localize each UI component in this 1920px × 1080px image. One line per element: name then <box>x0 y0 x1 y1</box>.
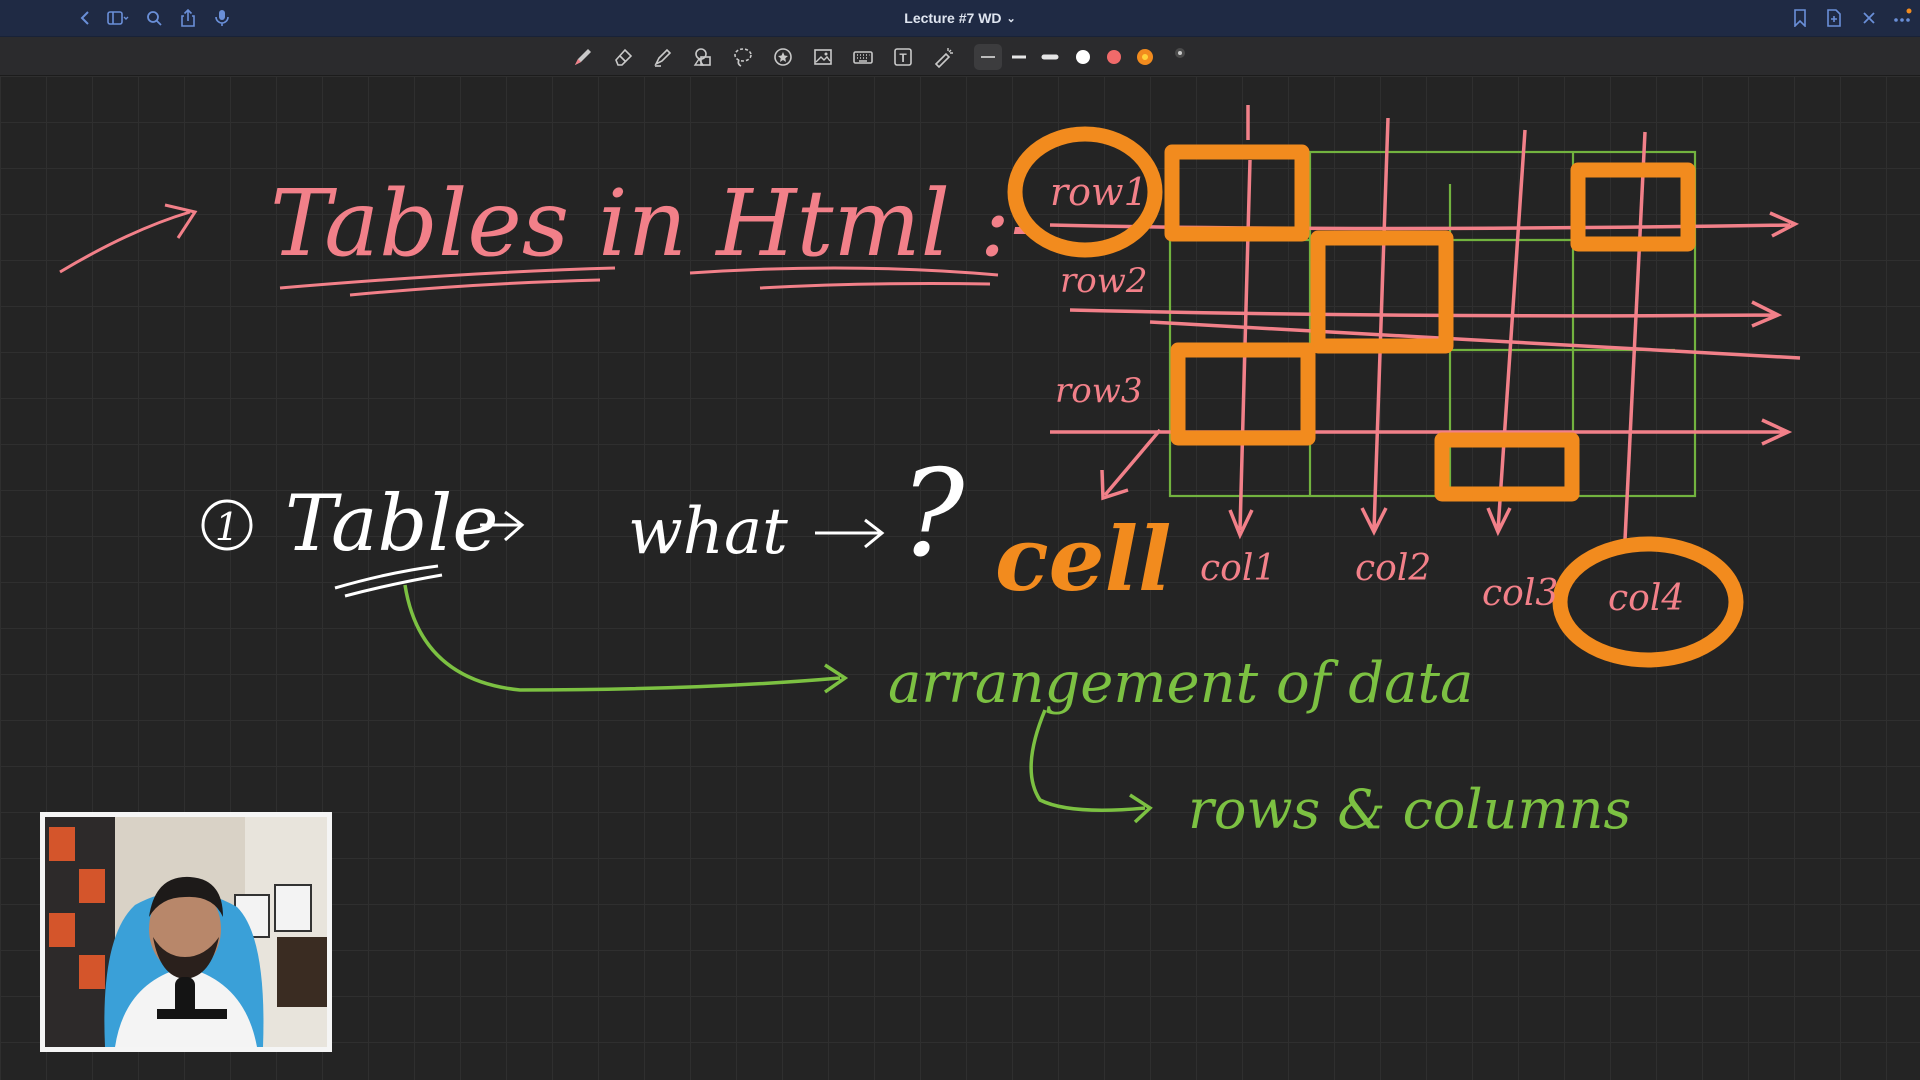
close-icon[interactable] <box>1857 6 1881 30</box>
presenter-video <box>45 817 327 1047</box>
document-title: Lecture #7 WD ⌄ <box>0 0 1920 36</box>
lasso-icon[interactable] <box>729 44 757 70</box>
keyboard-icon[interactable] <box>849 44 877 70</box>
drawing-toolbar: T <box>0 37 1920 76</box>
bookmark-icon[interactable] <box>1788 6 1812 30</box>
pen-icon[interactable] <box>569 44 597 70</box>
notes-title: Tables in Html :- <box>270 170 1041 277</box>
back-icon[interactable] <box>74 6 98 30</box>
microphone-icon[interactable] <box>210 6 234 30</box>
color-pink-swatch[interactable] <box>1100 44 1128 70</box>
row1-circle <box>1007 126 1163 258</box>
stroke-thin[interactable] <box>974 44 1002 70</box>
arrow-to-question <box>815 518 885 549</box>
row-label: row1 <box>1050 170 1148 214</box>
highlighter-icon[interactable] <box>649 44 677 70</box>
chevron-down-icon[interactable]: ⌄ <box>1006 12 1016 25</box>
search-icon[interactable] <box>142 6 166 30</box>
rows-columns-text: rows & columns <box>1188 778 1631 841</box>
arrow-to-what <box>480 510 525 542</box>
cell-row3-col1 <box>1170 342 1316 446</box>
curved-arrow-to-rows <box>1029 709 1153 824</box>
row-label: row2 <box>1060 261 1147 301</box>
eraser-icon[interactable] <box>609 44 637 70</box>
toolbar-settings-icon[interactable] <box>1166 40 1194 66</box>
stroke-medium[interactable] <box>1005 44 1033 70</box>
question-mark: ? <box>900 445 965 584</box>
webcam-overlay <box>40 812 332 1052</box>
share-icon[interactable] <box>176 6 200 30</box>
point-one: 1 Table what ? <box>201 445 965 598</box>
point-number: 1 <box>215 505 239 549</box>
title-bar: Lecture #7 WD ⌄ <box>0 0 1920 37</box>
column-label: col2 <box>1355 548 1431 589</box>
add-page-icon[interactable] <box>1822 6 1846 30</box>
presenter-avatar <box>45 817 327 1047</box>
svg-text:T: T <box>899 51 907 65</box>
shapes-icon[interactable] <box>689 44 717 70</box>
cell-row1-col4 <box>1570 162 1696 252</box>
title-underline <box>279 266 999 297</box>
column-label: col4 <box>1608 578 1684 619</box>
title-annotation: Tables in Html :- <box>59 170 1041 297</box>
text-icon[interactable]: T <box>889 44 917 70</box>
definition-text: arrangement of data <box>888 651 1473 716</box>
table-underline <box>334 564 443 598</box>
color-orange-swatch[interactable] <box>1131 44 1159 70</box>
color-white-swatch[interactable] <box>1069 44 1097 70</box>
column-label: col1 <box>1200 548 1276 589</box>
point-text: Table <box>285 479 499 569</box>
cell-row4-col3 <box>1434 432 1580 502</box>
col4-circle <box>1552 536 1744 668</box>
image-icon[interactable] <box>809 44 837 70</box>
table-diagram: row1 row2 row3 col1 col2 col3 col4 cell <box>995 105 1801 668</box>
curved-arrow-to-definition <box>403 584 849 694</box>
cell-label: cell <box>995 507 1171 611</box>
more-icon[interactable] <box>1890 6 1914 30</box>
cell-row1-col1 <box>1164 144 1310 242</box>
point-number-circle <box>201 499 253 551</box>
pointer-arrow <box>59 203 198 274</box>
definition-annotation: arrangement of data rows & columns <box>403 584 1631 841</box>
document-title-label[interactable]: Lecture #7 WD <box>904 10 1002 26</box>
row-column-strokes <box>1049 105 1801 541</box>
row-label: row3 <box>1055 371 1142 411</box>
sticker-icon[interactable] <box>769 44 797 70</box>
question-word: what <box>628 495 788 569</box>
highlighted-cells <box>1007 126 1744 668</box>
stroke-thick[interactable] <box>1036 44 1064 70</box>
laser-pointer-icon[interactable] <box>929 44 957 70</box>
column-label: col3 <box>1482 573 1558 614</box>
sidebar-icon[interactable] <box>106 6 130 30</box>
cell-row2-col2 <box>1310 230 1454 354</box>
